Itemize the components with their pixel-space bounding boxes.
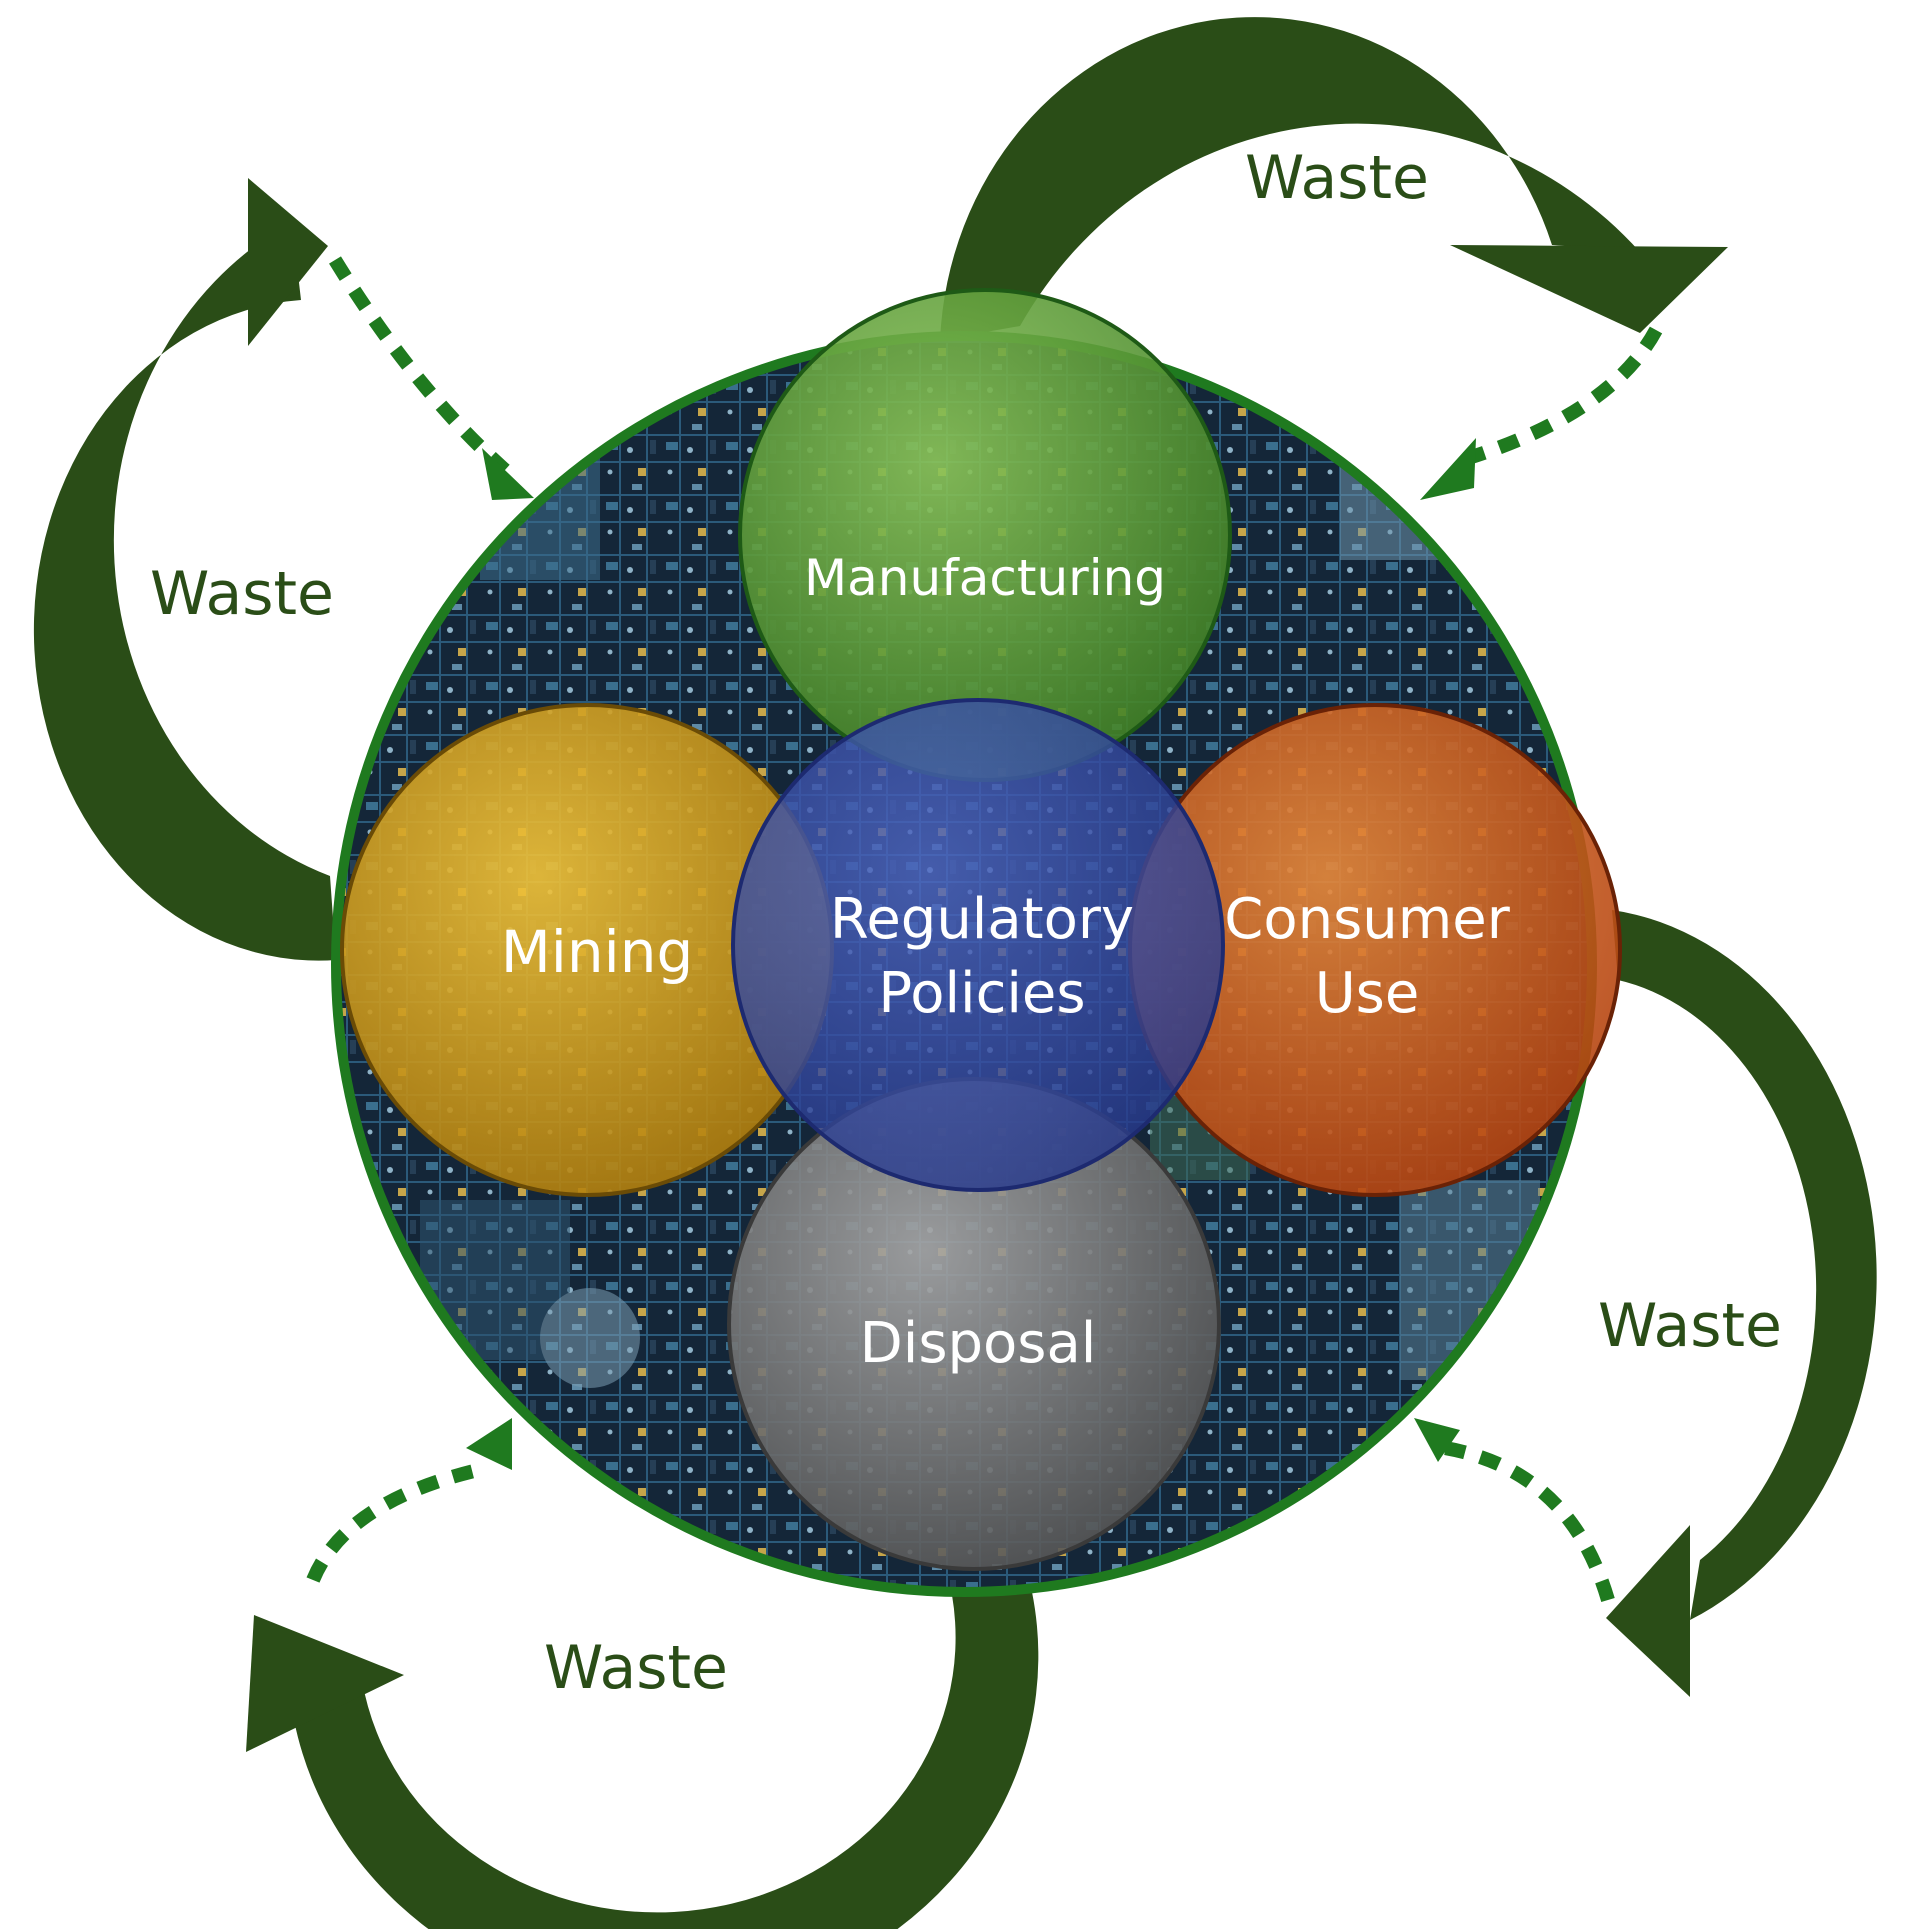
arrow-top-body (940, 17, 1640, 341)
dotted-connector-bottom-right (1443, 1441, 1615, 1602)
arrow-top (940, 17, 1728, 341)
regulatory-label-line1: Regulatory (830, 887, 1134, 952)
dotted-arrowhead-bottom-right (1414, 1418, 1460, 1462)
arrow-bottom-head (246, 1615, 404, 1752)
waste-labels: Waste Waste Waste Waste (150, 143, 1782, 1703)
arrow-right (1606, 910, 1877, 1697)
dotted-arrowhead-bottom-left (466, 1418, 512, 1470)
waste-label-left: Waste (150, 559, 334, 629)
dotted-connector-top-right (1459, 326, 1663, 467)
dotted-connectors (306, 256, 1663, 1602)
arrow-bottom (246, 1592, 1039, 1929)
mining-label: Mining (501, 918, 694, 986)
disposal-label: Disposal (860, 1311, 1097, 1376)
dotted-arrowhead-top-left (482, 448, 534, 500)
arrow-bottom-body (294, 1592, 1039, 1929)
arrow-left (33, 178, 337, 961)
arrow-right-body (1612, 910, 1877, 1620)
waste-label-bottom: Waste (544, 1633, 728, 1703)
waste-label-top: Waste (1245, 143, 1429, 213)
consumer-label-line1: Consumer (1224, 887, 1511, 952)
regulatory-policies-circle (731, 698, 1225, 1192)
arrow-right-head (1606, 1525, 1690, 1697)
arrow-top-head (1450, 245, 1728, 333)
dotted-connector-top-left (329, 256, 510, 476)
manufacturing-label: Manufacturing (804, 549, 1166, 607)
arrow-left-body (33, 222, 337, 961)
arrow-left-head (248, 178, 328, 346)
dotted-connector-bottom-left (306, 1463, 480, 1583)
stage-labels: Manufacturing Mining Regulatory Policies… (501, 549, 1511, 1376)
dotted-arrowhead-top-right (1420, 438, 1476, 500)
consumer-label-line2: Use (1315, 961, 1420, 1026)
stage-circles (340, 288, 1622, 1571)
waste-label-right: Waste (1598, 1291, 1782, 1361)
regulatory-label-line2: Policies (878, 961, 1085, 1026)
